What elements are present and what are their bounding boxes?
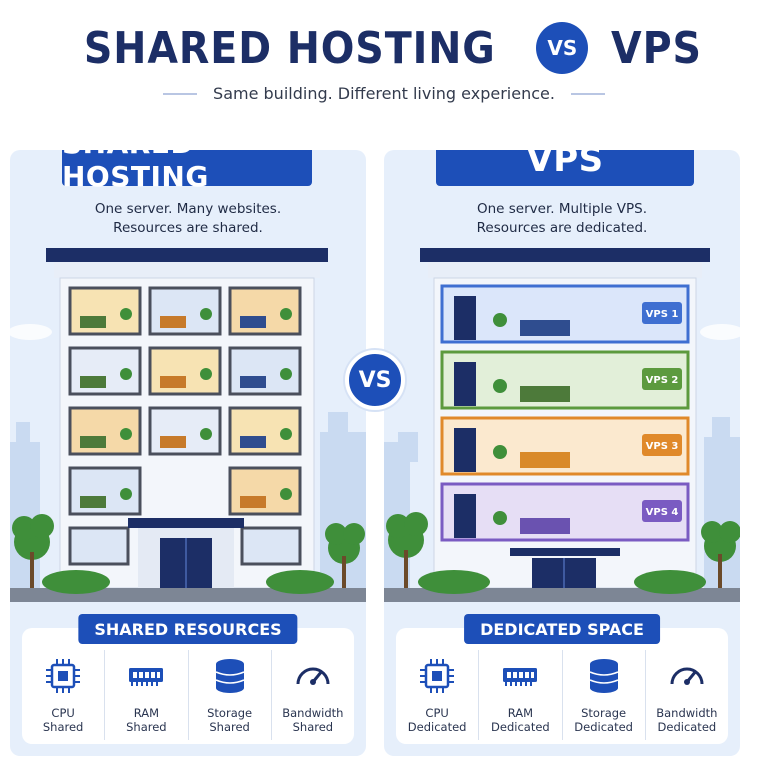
speedometer-icon bbox=[296, 667, 330, 685]
sofa bbox=[240, 376, 266, 388]
sofa bbox=[520, 518, 570, 534]
vps-floor-badge bbox=[642, 368, 682, 390]
vps-floor-label: VPS 3 bbox=[646, 441, 679, 452]
plant bbox=[120, 308, 132, 320]
apartment-window bbox=[240, 526, 302, 566]
plant bbox=[120, 368, 132, 380]
sofa bbox=[80, 496, 106, 508]
title-row: SHARED HOSTING VS VPS bbox=[0, 22, 768, 74]
vs-badge-middle: VS bbox=[345, 350, 405, 410]
vps-building-illustration: VPS 1 VPS 2 VPS 3 VPS 4 bbox=[384, 248, 740, 602]
ram-module-icon bbox=[129, 668, 164, 686]
ram-module-icon bbox=[503, 668, 538, 686]
storage-database-icon bbox=[589, 659, 618, 693]
shared-hosting-panel: SHARED HOSTING One server. Many websites… bbox=[10, 150, 366, 756]
door bbox=[454, 494, 476, 538]
vps-floor-badge bbox=[642, 500, 682, 522]
plant bbox=[493, 511, 507, 525]
vps-description: One server. Multiple VPS. Resources are … bbox=[384, 200, 740, 238]
shared-resources-title: SHARED RESOURCES bbox=[78, 614, 298, 644]
vps-floor-badge bbox=[642, 302, 682, 324]
shared-desc-line2: Resources are shared. bbox=[113, 220, 263, 236]
plant bbox=[200, 368, 212, 380]
door bbox=[454, 428, 476, 472]
subtitle: Same building. Different living experien… bbox=[213, 84, 555, 103]
divider-left bbox=[163, 92, 198, 95]
vps-floor-label: VPS 2 bbox=[646, 375, 679, 386]
plant bbox=[200, 428, 212, 440]
cpu-chip-icon bbox=[420, 659, 455, 693]
plant bbox=[280, 368, 292, 380]
plant bbox=[280, 488, 292, 500]
sofa bbox=[240, 316, 266, 328]
sofa bbox=[80, 376, 106, 388]
plant bbox=[280, 428, 292, 440]
vps-floor-label: VPS 1 bbox=[646, 309, 679, 320]
plant bbox=[120, 428, 132, 440]
plant bbox=[493, 379, 507, 393]
sofa bbox=[80, 316, 106, 328]
vps-floor-badge bbox=[642, 434, 682, 456]
sofa bbox=[240, 496, 266, 508]
shared-desc-line1: One server. Many websites. bbox=[94, 201, 282, 217]
speedometer-icon bbox=[670, 667, 704, 685]
vps-desc-line1: One server. Multiple VPS. bbox=[476, 201, 647, 217]
plant bbox=[493, 445, 507, 459]
plant bbox=[493, 313, 507, 327]
sofa bbox=[80, 436, 106, 448]
sofa bbox=[160, 436, 186, 448]
apartment-window bbox=[68, 526, 130, 566]
sofa bbox=[520, 320, 570, 336]
header: SHARED HOSTING VS VPS Same building. Dif… bbox=[0, 0, 768, 120]
shared-building-illustration bbox=[10, 248, 366, 602]
plant bbox=[280, 308, 292, 320]
shared-hosting-heading: SHARED HOSTING bbox=[62, 150, 312, 193]
shared-hosting-description: One server. Many websites. Resources are… bbox=[10, 200, 366, 238]
storage-database-icon bbox=[215, 659, 244, 693]
vps-heading: VPS bbox=[436, 150, 694, 186]
sofa bbox=[160, 316, 186, 328]
plant bbox=[200, 308, 212, 320]
sofa bbox=[520, 452, 570, 468]
plant bbox=[120, 488, 132, 500]
shared-apartment-windows bbox=[68, 286, 302, 566]
cpu-chip-icon bbox=[46, 659, 81, 693]
sofa bbox=[160, 376, 186, 388]
vps-desc-line2: Resources are dedicated. bbox=[476, 220, 648, 236]
vps-panel: VPS One server. Multiple VPS. Resources … bbox=[384, 150, 740, 756]
sofa bbox=[240, 436, 266, 448]
divider-right bbox=[570, 92, 605, 95]
sofa bbox=[520, 386, 570, 402]
vps-floors: VPS 1 VPS 2 VPS 3 VPS 4 bbox=[440, 284, 690, 542]
door bbox=[454, 296, 476, 340]
vs-badge: VS bbox=[536, 22, 589, 74]
title-vps: VPS bbox=[611, 22, 703, 74]
subtitle-row: Same building. Different living experien… bbox=[0, 84, 768, 103]
door bbox=[454, 362, 476, 406]
vps-floor-label: VPS 4 bbox=[646, 507, 679, 518]
dedicated-space-title: DEDICATED SPACE bbox=[464, 614, 660, 644]
title-shared-hosting: SHARED HOSTING bbox=[83, 22, 496, 74]
